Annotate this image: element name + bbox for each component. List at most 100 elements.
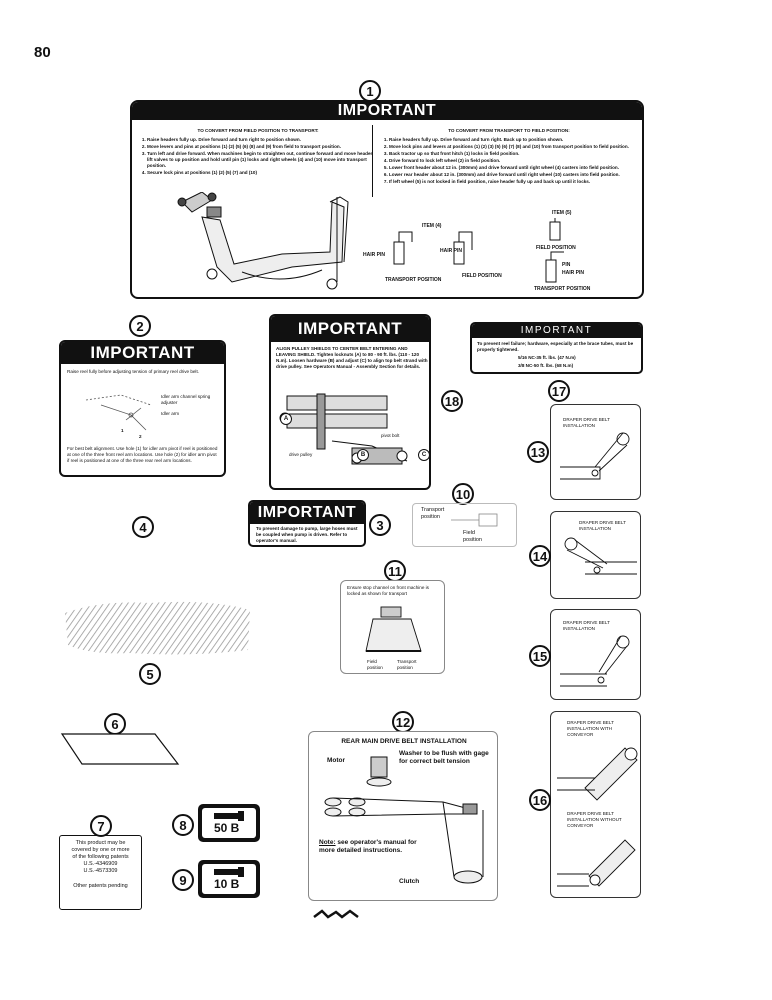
decal-11-text: Ensure stop channel on front machine is … bbox=[347, 585, 429, 596]
idler-arm-illustration bbox=[85, 394, 152, 431]
callout-15: 15 bbox=[529, 645, 551, 667]
decal-17-title: IMPORTANT bbox=[472, 324, 641, 338]
left-steps: Raise headers fully up. Drive forward an… bbox=[138, 137, 378, 176]
draper-belt-illustration bbox=[560, 635, 630, 687]
decal-16-title-top: DRAPER DRIVE BELT INSTALLATION WITH CONV… bbox=[567, 720, 614, 737]
idler-channel-label: Idler arm channel spring adjuster bbox=[161, 394, 211, 405]
stop-channel-illustration bbox=[365, 606, 422, 652]
callout-6: 6 bbox=[104, 713, 126, 735]
decal-18-title: IMPORTANT bbox=[271, 316, 429, 342]
decal-13-draper-belt: DRAPER DRIVE BELT INSTALLATION bbox=[550, 404, 641, 500]
decal-17-spec-2: 3/8 NC-50 ft. lbs. (68 N.m) bbox=[518, 363, 574, 368]
decal-8-inner: 50 B bbox=[202, 808, 256, 838]
draper-belt-illustration bbox=[560, 432, 630, 480]
decal-3-text: To prevent damage to pump, large hoses m… bbox=[256, 526, 358, 543]
decal-2-reel-belt: IMPORTANT Raise reel fully before adjust… bbox=[59, 340, 226, 477]
publisher-logo-mark bbox=[313, 909, 359, 919]
decal-16-draper-belt-conveyor: DRAPER DRIVE BELT INSTALLATION WITH CONV… bbox=[550, 711, 641, 898]
draper-no-conveyor-illustration bbox=[557, 839, 636, 887]
decal-17-text: To prevent reel failure; hardware, espec… bbox=[477, 341, 634, 352]
motor-label: Motor bbox=[327, 757, 346, 764]
decal-8-value: 50 B bbox=[214, 821, 240, 835]
hair-pin-label: HAIR PIN bbox=[363, 252, 385, 258]
pin-label: PIN bbox=[562, 262, 571, 268]
washer-label: Washer to be flush with gage for correct… bbox=[399, 750, 489, 765]
note-text: see operator's manual for more detailed … bbox=[319, 839, 417, 854]
left-step: Turn left and drive forward. When machin… bbox=[147, 151, 378, 169]
marker-c: C bbox=[418, 449, 429, 461]
callout-5: 5 bbox=[139, 663, 161, 685]
decal-2-top-text: Raise reel fully before adjusting tensio… bbox=[67, 369, 200, 374]
drive-belt-illustration bbox=[324, 756, 484, 884]
callout-11: 11 bbox=[384, 560, 406, 582]
callout-10: 10 bbox=[452, 483, 474, 505]
decal-10-transport-label: Transport position bbox=[421, 507, 445, 520]
hair-pin-label: HAIR PIN bbox=[440, 248, 462, 254]
decal-1-conversion-instructions: IMPORTANT TO CONVERT FROM FIELD POSITION… bbox=[130, 100, 644, 299]
decal-12-title: REAR MAIN DRIVE BELT INSTALLATION bbox=[341, 738, 467, 745]
callout-4: 4 bbox=[132, 516, 154, 538]
callout-9: 9 bbox=[172, 869, 194, 891]
reflective-strip-sample bbox=[65, 601, 250, 655]
decal-3-pump-hoses: IMPORTANT To prevent damage to pump, lar… bbox=[248, 500, 366, 547]
decal-2-title: IMPORTANT bbox=[61, 342, 224, 364]
left-step: Secure lock pins at positions (1) (2) (5… bbox=[147, 170, 378, 176]
decal-16-title-bottom: DRAPER DRIVE BELT INSTALLATION WITHOUT C… bbox=[567, 811, 622, 828]
decal-12-note: Note: see operator's manual for more det… bbox=[319, 839, 429, 855]
position-arrow-illustration bbox=[451, 513, 498, 527]
right-step: Back tractor up so that front hitch (1) … bbox=[389, 151, 638, 157]
idler-arm-label: Idler arm bbox=[161, 411, 180, 416]
blank-decal-sample bbox=[60, 733, 180, 765]
decal-1-title: IMPORTANT bbox=[132, 102, 642, 120]
callout-13: 13 bbox=[527, 441, 549, 463]
item-5-label: ITEM (5) bbox=[552, 210, 572, 216]
hair-pin-label: HAIR PIN bbox=[562, 270, 584, 276]
callout-16: 16 bbox=[529, 789, 551, 811]
header-transport-illustration bbox=[177, 192, 349, 290]
decal-17-reel-hardware: IMPORTANT To prevent reel failure; hardw… bbox=[470, 322, 643, 374]
patent-number-2: U.S.-4573309 bbox=[83, 868, 118, 874]
decal-17-spec-1: 5/16 NC-35 ft. lbs. (47 N.m) bbox=[518, 355, 576, 360]
draper-belt-illustration bbox=[564, 537, 637, 575]
patent-line-2: covered by one or more bbox=[71, 847, 130, 853]
decal-10-field-label: Field position bbox=[463, 530, 482, 543]
decal-12-rear-main-belt: REAR MAIN DRIVE BELT INSTALLATION Motor … bbox=[308, 731, 498, 901]
right-step: If left wheel (5) is not locked in field… bbox=[389, 179, 638, 185]
decal-1-divider bbox=[372, 125, 373, 197]
item-4-label: ITEM (4) bbox=[422, 223, 442, 229]
left-step: Raise headers fully up. Drive forward an… bbox=[147, 137, 378, 143]
marker-b: B bbox=[357, 449, 369, 461]
decal-11-field-label: Field position bbox=[367, 659, 383, 670]
right-step: Lower rear header about 12 in. (300mm) a… bbox=[389, 172, 638, 178]
decal-1-right-instructions: TO CONVERT FROM TRANSPORT TO FIELD POSIT… bbox=[380, 128, 638, 186]
patent-line-3: of the following patents bbox=[72, 854, 129, 860]
page-number: 80 bbox=[34, 44, 51, 61]
marker-a: A bbox=[280, 413, 292, 425]
callout-3: 3 bbox=[369, 514, 391, 536]
callout-2: 2 bbox=[129, 315, 151, 337]
callout-18: 18 bbox=[441, 390, 463, 412]
decal-3-title: IMPORTANT bbox=[250, 502, 364, 524]
decal-8-hose-tag: 50 B bbox=[198, 804, 260, 842]
patent-line-6: Other patents pending bbox=[73, 883, 128, 889]
decal-14-title: DRAPER DRIVE BELT INSTALLATION bbox=[579, 520, 626, 531]
item-4-pin-illustration bbox=[393, 231, 473, 265]
item-5-pin-illustration bbox=[545, 218, 564, 283]
decal-9-hose-tag: 10 B bbox=[198, 860, 260, 898]
decal-18-text: ALIGN PULLEY SHIELDS TO CENTER BELT ENTE… bbox=[276, 346, 428, 369]
callout-17: 17 bbox=[548, 380, 570, 402]
transport-position-label: TRANSPORT POSITION bbox=[385, 277, 442, 283]
hose-icon bbox=[214, 811, 244, 821]
decal-9-value: 10 B bbox=[214, 877, 240, 891]
decal-10-positions: Transport position Field position bbox=[412, 503, 517, 547]
decal-15-title: DRAPER DRIVE BELT INSTALLATION bbox=[563, 620, 610, 631]
right-steps: Raise headers fully up. Drive forward an… bbox=[380, 137, 638, 185]
drive-pulley-label: drive pulley bbox=[289, 452, 313, 457]
decal-1-left-instructions: TO CONVERT FROM FIELD POSITION TO TRANSP… bbox=[138, 128, 378, 177]
callout-12: 12 bbox=[392, 711, 414, 733]
decal-13-title: DRAPER DRIVE BELT INSTALLATION bbox=[563, 417, 610, 428]
decal-9-inner: 10 B bbox=[202, 864, 256, 894]
right-step: Lower front header about 12 in. (300mm) … bbox=[389, 165, 638, 171]
hole-2-label: 2 bbox=[139, 434, 142, 439]
right-step: Raise headers fully up. Drive forward an… bbox=[389, 137, 638, 143]
